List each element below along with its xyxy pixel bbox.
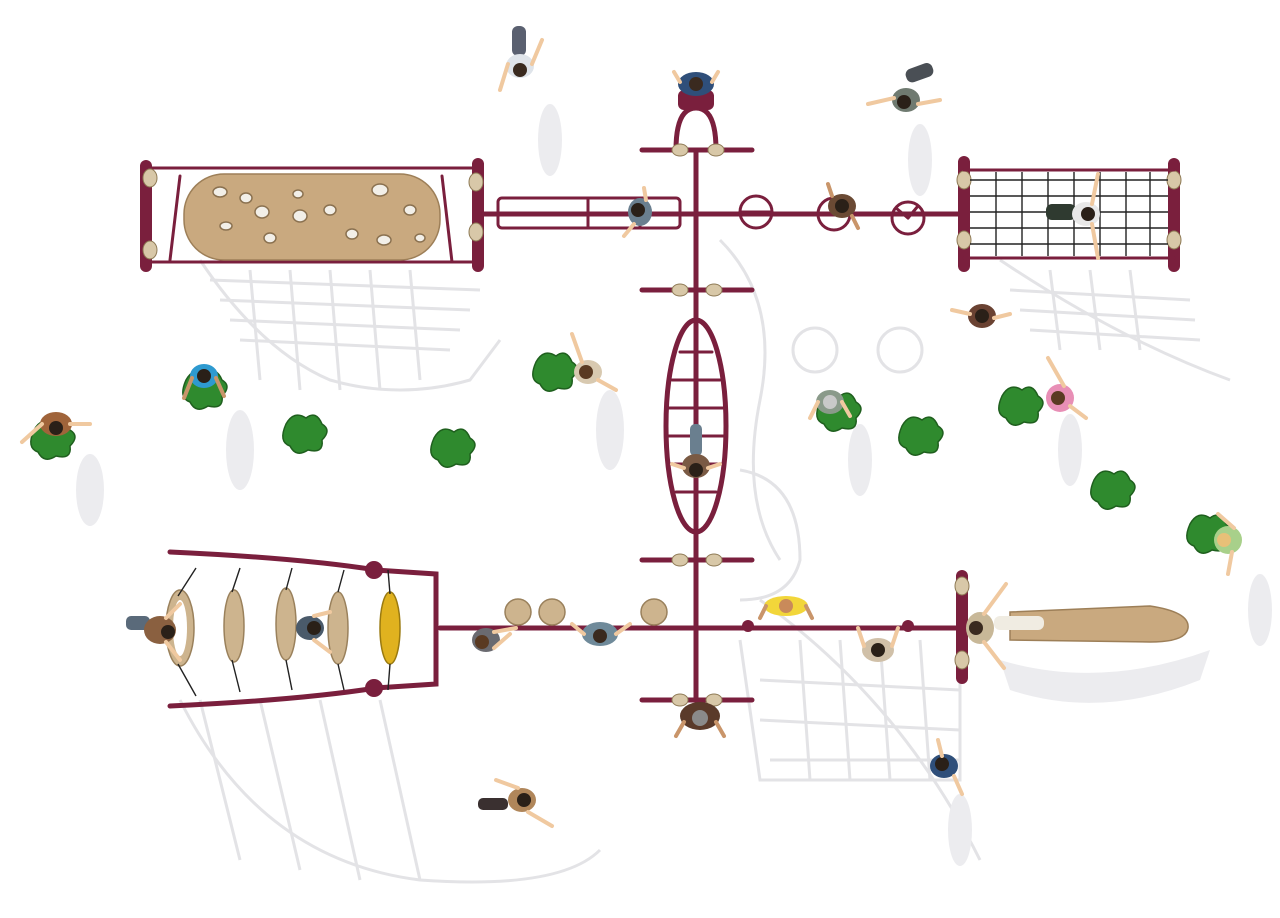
child-figure [808, 390, 852, 420]
child-figure [478, 778, 554, 828]
child-figure [182, 364, 226, 400]
rock-climbing-panel [140, 158, 484, 272]
child-figure [856, 626, 900, 662]
shrub [532, 352, 578, 392]
shrub [430, 428, 476, 468]
child-figure [670, 424, 722, 478]
child-figure [622, 186, 652, 238]
children-figures [20, 26, 1242, 828]
child-figure [296, 610, 332, 654]
child-figure [1046, 172, 1100, 260]
shrub [282, 414, 328, 454]
child-figure [126, 602, 182, 662]
shrub [898, 416, 944, 456]
shrub [998, 386, 1044, 426]
net-mesh [970, 172, 1168, 256]
climbing-holds [212, 183, 426, 246]
child-figure [672, 70, 720, 96]
child-figure [966, 582, 1044, 670]
top-platform [639, 90, 755, 157]
child-figure [570, 332, 618, 392]
child-figure [930, 738, 964, 796]
child-figure [472, 626, 518, 652]
climbing-rings [165, 587, 401, 667]
child-figure [570, 622, 632, 646]
child-figure [1214, 512, 1242, 576]
cast-shadows [76, 104, 1272, 884]
child-figure [866, 63, 942, 112]
upper-crossbeam [481, 194, 961, 236]
child-figure [826, 182, 860, 230]
child-figure [950, 304, 1012, 328]
lower-crossbeam [437, 598, 963, 632]
cargo-net-panel [956, 156, 1182, 272]
child-figure [758, 596, 814, 620]
shrub [1090, 470, 1136, 510]
log-bridge [954, 570, 1189, 684]
child-figure [674, 702, 726, 738]
child-figure [20, 412, 92, 444]
child-figure [1046, 356, 1088, 420]
child-figure [498, 26, 544, 92]
